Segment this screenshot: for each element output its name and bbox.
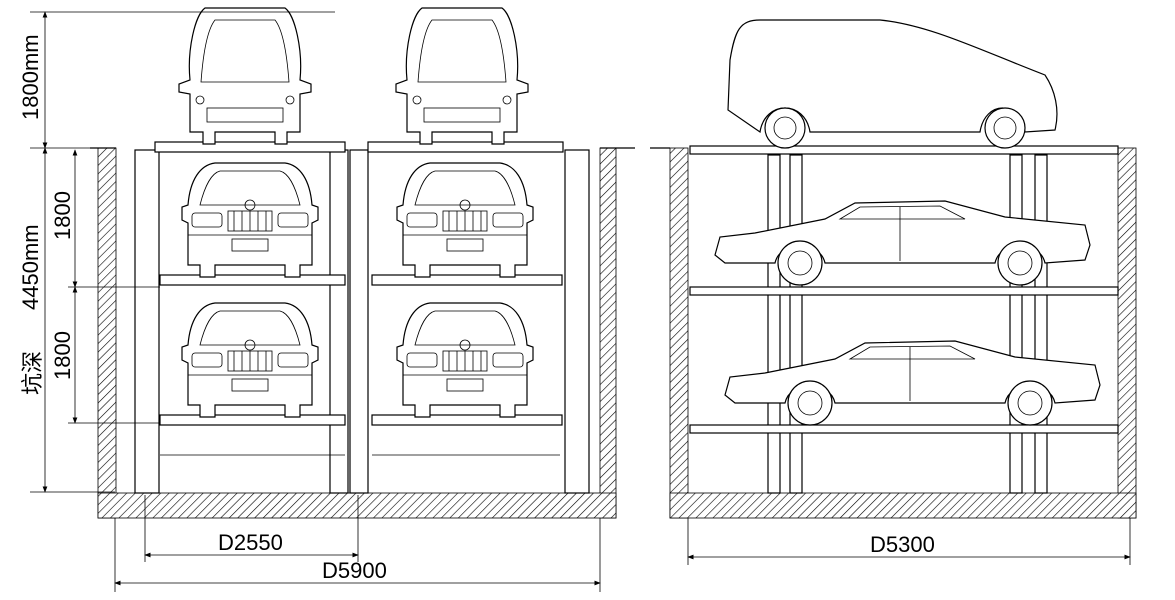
side-elevation [650,19,1137,519]
car-upper-left [181,162,319,278]
pit-width-label: D5900 [322,558,387,583]
pit-floor [97,492,617,519]
pit-depth-label: 坑深 [20,351,45,395]
car-top-right [395,7,529,145]
car-lower-left [181,302,319,418]
car-top-left [178,7,312,145]
pit-length-label: D5300 [870,532,935,557]
lower-level-height: 1800 [50,331,75,380]
front-elevation [90,7,635,519]
car-upper-right [396,162,534,278]
upper-level-height: 1800 [50,191,75,240]
pit-wall-right [599,147,617,519]
van-side [727,19,1058,134]
dimensions: 1800mm 4450mm 坑深 1800 1800 D2550 D5900 D… [18,11,1131,592]
pit-depth-value: 4450mm [18,224,43,310]
car-lower-right [396,302,534,418]
unit-width-label: D2550 [218,530,283,555]
top-clearance-label: 1800mm [18,34,43,120]
pit-wall-left [97,147,117,519]
